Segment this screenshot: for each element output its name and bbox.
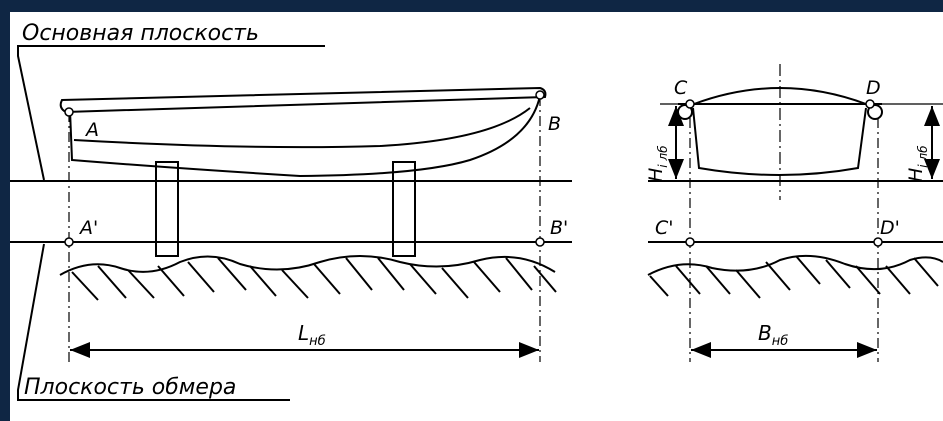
ground-line-left [59,255,556,276]
label-height-left: Hi лб [645,145,670,182]
ground-hatching-left [71,257,557,301]
label-length: Lнб [298,321,326,349]
hull-gunwale [59,86,547,114]
point-d-prime [873,237,883,247]
point-c-prime [685,237,695,247]
points-right [685,99,883,247]
paper-background [10,12,943,421]
side-view [10,45,572,401]
support-left [155,161,179,257]
label-b-prime: B' [550,217,568,239]
label-measure-plane: Плоскость обмера [24,375,236,400]
point-a [64,107,74,117]
hull-body [69,95,541,178]
label-a-prime: A' [78,217,98,239]
label-c: C [674,77,688,99]
point-c [685,99,695,109]
ground-hatching-right [649,255,939,299]
label-a: A [84,119,99,141]
label-d: D [866,77,881,99]
label-width: Bнб [758,321,788,349]
ground-line-right [647,254,943,276]
point-b-prime [535,237,545,247]
points-left [64,90,545,247]
leader-measure-plane [17,243,290,401]
label-d-prime: D' [880,217,900,239]
point-d [865,99,875,109]
hull-section [692,107,867,176]
point-a-prime [64,237,74,247]
gunwale-right [867,104,883,120]
label-b: B [548,113,561,135]
leader-main-plane [17,45,325,181]
label-c-prime: C' [655,217,674,239]
point-b [535,90,545,100]
support-right [392,161,416,257]
hull-chine-line [73,107,531,149]
label-height-right: Hi лб [905,145,930,182]
label-main-plane: Основная плоскость [22,21,259,46]
